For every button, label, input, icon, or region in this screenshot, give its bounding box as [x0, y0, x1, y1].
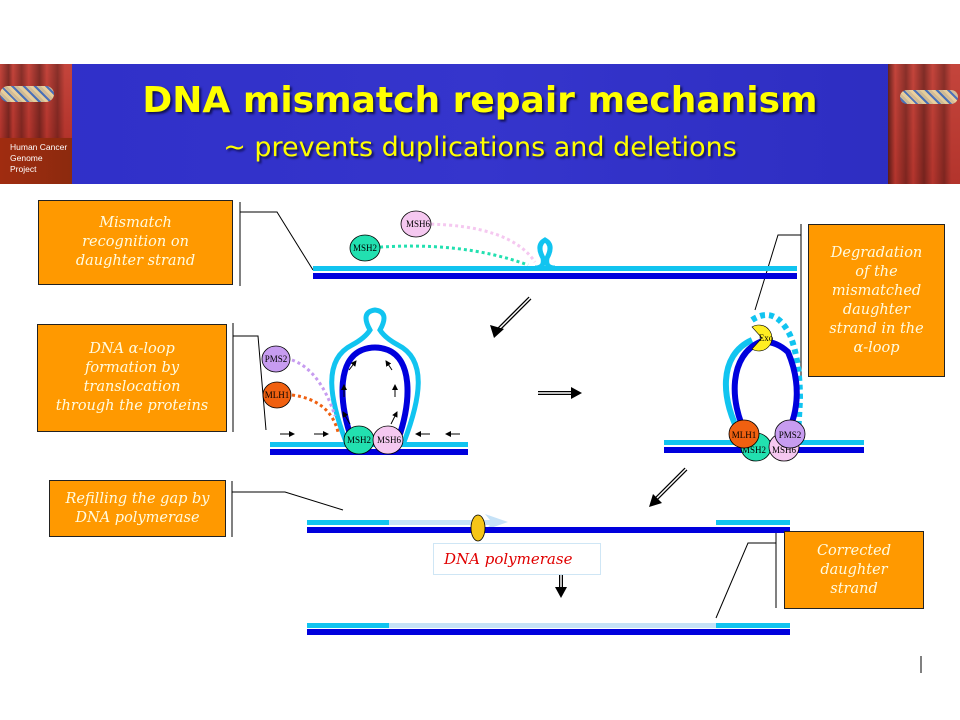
callout-line: daughter strand [75, 253, 196, 269]
callout-line: α-loop [853, 339, 900, 356]
dna-helix-image [0, 86, 54, 102]
callout-line: recognition on [82, 234, 189, 250]
msh6-protein [400, 210, 432, 238]
callout-line: through the proteins [55, 398, 209, 414]
callout-line: Degradation [830, 244, 923, 261]
exo-label: Exo [759, 333, 774, 343]
callout-line: of the [855, 263, 898, 280]
callout-line: translocation [83, 379, 181, 395]
new-strand [389, 623, 716, 628]
callout-loop-formation: DNA α-loop formation by translocation th… [37, 324, 227, 432]
step-recognition: MSH2 MSH6 [313, 210, 797, 279]
process-arrows [490, 296, 688, 598]
callout-mismatch-recognition: Mismatch recognition on daughter strand [38, 200, 233, 285]
step-degradation: Exo MSH2 MSH6 MLH1 PMS2 [664, 266, 864, 462]
leader-line-mismatch [240, 211, 314, 271]
template-strand [270, 449, 468, 455]
exonuclease-protein [751, 324, 773, 352]
pms2-protein [774, 419, 806, 449]
step-loop-formation: PMS2 MLH1 MSH2 MSH6 [261, 307, 468, 455]
mismatch-bulge [534, 237, 556, 271]
translocation-arrows [280, 360, 460, 437]
daughter-strand-left [307, 623, 389, 628]
logo-caption-line: Human Cancer [10, 142, 68, 152]
slide-title: DNA mismatch repair mechanism [142, 80, 818, 121]
template-strand [307, 527, 790, 533]
callout-line: DNA α-loop [89, 341, 175, 357]
callout-line: Corrected [816, 542, 892, 559]
msh6-path [424, 222, 537, 263]
template-loop [731, 338, 800, 438]
callout-line: strand [830, 580, 878, 597]
logo-caption: Human Cancer Genome Project [10, 142, 67, 175]
slide-subtitle: ~ prevents duplications and deletions [223, 132, 737, 163]
step-corrected [307, 623, 790, 635]
msh2-label: MSH2 [353, 243, 377, 253]
logo-caption-bg [0, 138, 72, 184]
mlh1-label: MLH1 [732, 430, 757, 440]
daughter-strand-left [307, 520, 389, 525]
msh2-protein [349, 234, 381, 262]
msh2-path [367, 244, 529, 267]
arrow-step2-to-step3 [538, 387, 582, 399]
dna-helix-image [900, 90, 958, 104]
callout-line: DNA polymerase [75, 509, 200, 526]
callout-line: daughter [842, 301, 911, 318]
daughter-strand-right [716, 623, 790, 628]
logo-caption-line: Project [10, 164, 37, 174]
logo-caption-line: Genome [10, 153, 43, 163]
dna-polymerase-label: DNA polymerase [433, 543, 601, 575]
callout-line: strand in the [829, 320, 924, 337]
callout-line: formation by [84, 360, 180, 376]
callout-line: daughter [820, 561, 888, 578]
pms2-label: PMS2 [265, 354, 288, 364]
leader-line-degradation [754, 234, 801, 311]
new-strand-arrow [389, 514, 508, 530]
title-banner [0, 64, 960, 184]
arrow-step1-to-step2 [490, 296, 532, 338]
msh6-label: MSH6 [377, 435, 402, 445]
callout-refill: Refilling the gap by DNA polymerase [49, 480, 226, 537]
project-logo-left: Human Cancer Genome Project [0, 64, 72, 184]
daughter-strand-right [716, 520, 790, 525]
daughter-strand-overlap [664, 266, 797, 271]
callout-corrected: Corrected daughter strand [784, 531, 924, 609]
pms2-path [291, 358, 337, 417]
leader-line-refill [232, 491, 344, 511]
project-logo-right [888, 64, 960, 184]
arrow-step3-to-step4 [649, 467, 688, 507]
dna-polymerase-icon [470, 514, 486, 542]
mlh1-path [291, 393, 340, 433]
msh2-label: MSH2 [742, 445, 766, 455]
pms2-protein [261, 345, 291, 373]
msh6-label: MSH6 [406, 219, 431, 229]
callout-degradation: Degradation of the mismatched daughter s… [808, 224, 945, 377]
mlh1-label: MLH1 [265, 390, 290, 400]
template-strand [313, 273, 797, 279]
mlh1-protein [262, 381, 292, 409]
msh6-label: MSH6 [772, 445, 797, 455]
degraded-strand [750, 312, 804, 437]
callout-line: Mismatch [99, 215, 172, 231]
leader-line-corrected [715, 542, 776, 619]
msh2-label: MSH2 [347, 435, 371, 445]
mlh1-protein [728, 419, 760, 449]
daughter-loop [329, 307, 421, 443]
pms2-label: PMS2 [779, 430, 802, 440]
msh6-protein [372, 425, 404, 455]
callout-line: Refilling the gap by [65, 490, 210, 507]
template-strand [307, 629, 790, 635]
template-loop [339, 344, 411, 441]
step-refill [307, 514, 790, 542]
callout-line: mismatched [831, 282, 922, 299]
leader-line-loop [233, 335, 267, 431]
